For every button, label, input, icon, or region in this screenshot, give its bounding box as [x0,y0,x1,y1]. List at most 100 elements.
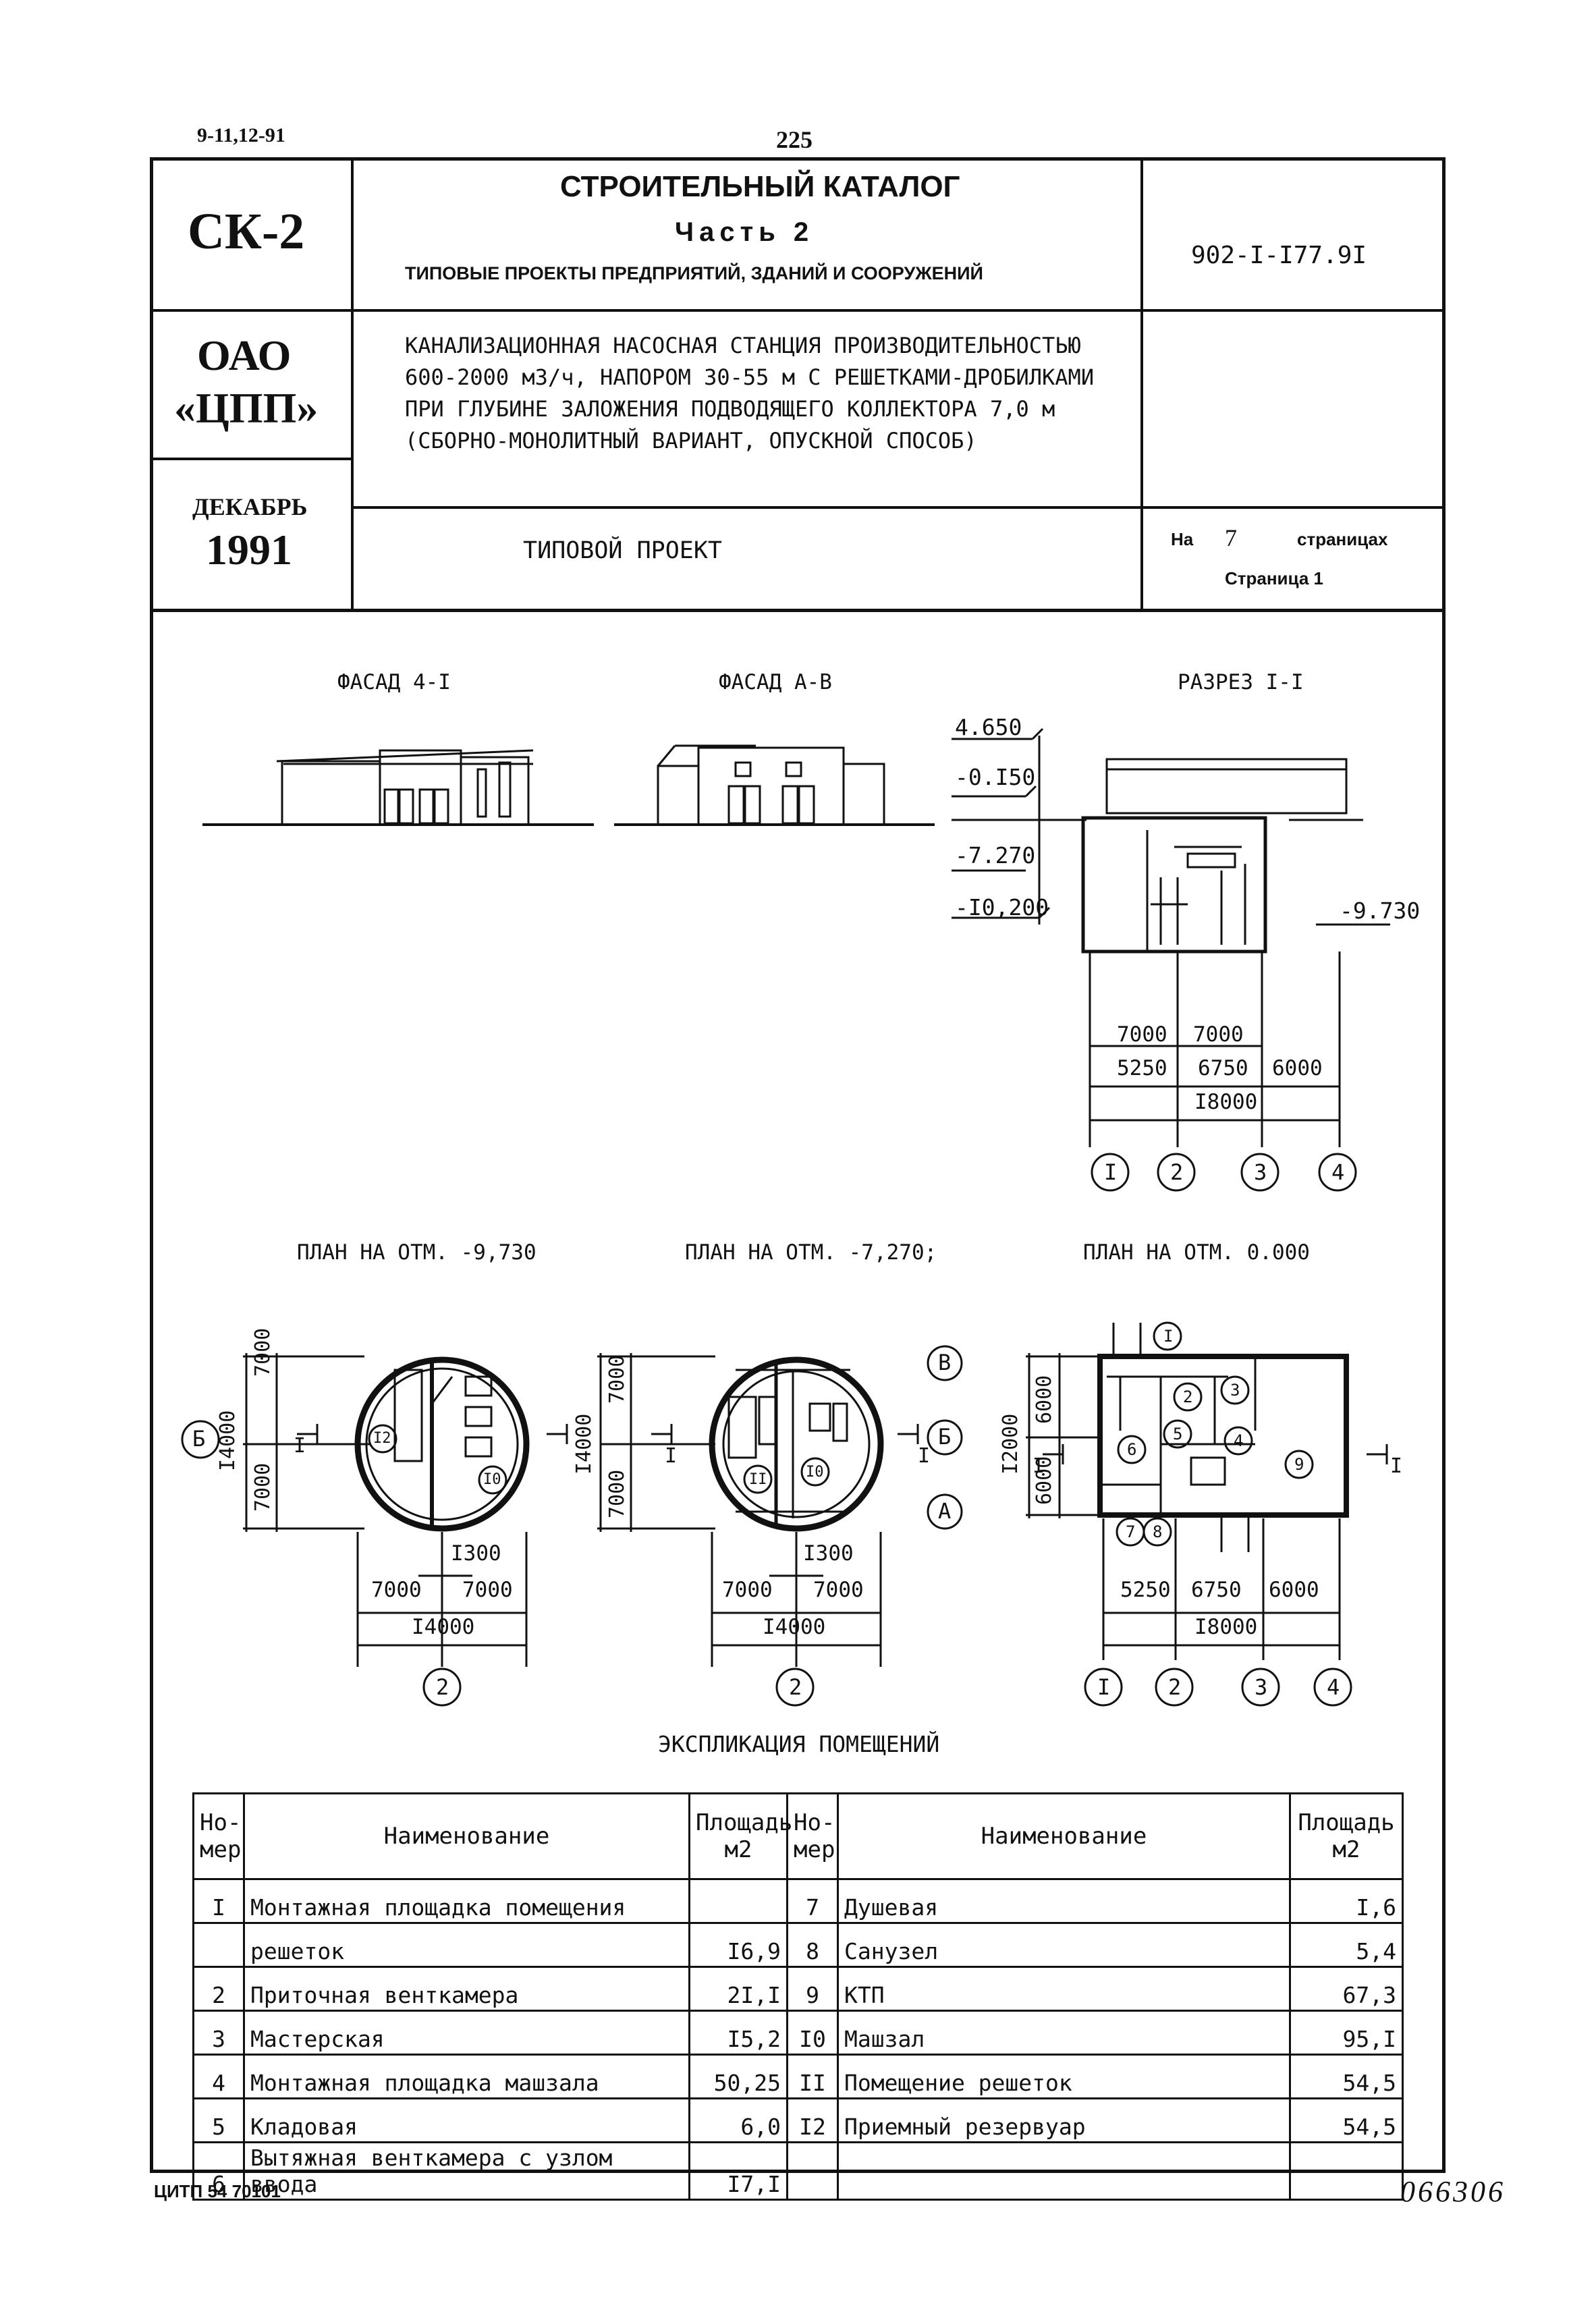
header-area-left: Площадь м2 [688,1792,792,1880]
room-num: 4 [192,2054,245,2099]
room-area: I,6 [1289,1878,1404,1924]
plan1-dim-v-total: I4000 [216,1410,240,1471]
plan-minus-7270-drawing [597,1353,919,1707]
header-divider-right [1140,157,1143,611]
section-axis-2: 2 [1170,1159,1184,1185]
table-header-row: Но-мер Наименование Площадь м2 Но-мер На… [192,1792,1404,1880]
room-name: Приточная венткамера [243,1966,690,2012]
header-num-left: Но-мер [192,1792,245,1880]
pages-suffix: страницах [1297,529,1388,549]
room-name: Помещение решеток [837,2054,1291,2099]
plan3-section-mark-left: I [1033,1454,1045,1478]
room-num: 3 [192,2010,245,2056]
plan2-room-11: II [749,1471,767,1488]
table-row: 5 Кладовая 6,0 I2 Приемный резервуар 54,… [192,2097,1404,2143]
plan2-dim-total: I4000 [763,1615,826,1639]
plan2-dim-offset: I300 [803,1541,854,1566]
section-dim-mid-3: 6000 [1272,1056,1323,1080]
section-dim-top-1: 7000 [1117,1022,1167,1047]
plan1-room-10: I0 [483,1471,501,1488]
section-axis-4: 4 [1331,1159,1345,1185]
header-divider-left [351,157,354,611]
plan1-dim-h-1: 7000 [371,1578,422,1602]
room-area [688,1878,788,1924]
release-year: 1991 [206,526,292,574]
project-description-line2: 600-2000 м3/ч, НАПОРОМ 30-55 м С РЕШЕТКА… [405,364,1095,390]
plan3-axis-2: 2 [1168,1674,1182,1700]
table-row: 2 Приточная венткамера 2I,I 9 КТП 67,3 [192,1966,1404,2012]
table-row: I Монтажная площадка помещения 7 Душевая… [192,1878,1404,1924]
org-name-line2: «ЦПП» [174,384,319,432]
section-dim-total: I8000 [1194,1090,1258,1114]
room-num [192,1922,245,1968]
room-area: 54,5 [1289,2097,1404,2143]
plan3-axis-4: 4 [1327,1674,1340,1700]
page-label: Страница 1 [1225,568,1323,588]
release-month: ДЕКАБРЬ [192,493,308,520]
plan3-axis-1: I [1097,1674,1111,1700]
plan1-dim-v-2: 7000 [251,1462,275,1512]
project-description-line4: (СБОРНО-МОНОЛИТНЫЙ ВАРИАНТ, ОПУСКНОЙ СПО… [405,428,977,453]
plan1-dim-offset: I300 [451,1541,501,1566]
plan1-dim-h-2: 7000 [462,1578,513,1602]
plan3-dim-h-1: 5250 [1120,1578,1171,1602]
room-num: 9 [786,1966,839,2012]
section-1-1-drawing [952,727,1390,1192]
plan3-room-1: I [1163,1327,1174,1346]
section-dim-mid-2: 6750 [1198,1056,1248,1080]
print-code: ЦИТП 54 70101 [154,2181,281,2201]
plan2-axis-2: 2 [789,1674,802,1700]
plan2-section-mark-right: I [918,1444,931,1468]
plan3-dim-total: I8000 [1194,1615,1258,1639]
plan2-dim-v-2: 7000 [605,1469,629,1518]
room-name: Мастерская [243,2010,690,2056]
room-num: I [192,1878,245,1924]
handwritten-number: 066306 [1400,2175,1506,2208]
room-num: 8 [786,1922,839,1968]
plan3-axis-3: 3 [1255,1674,1268,1700]
room-name: Кладовая [243,2097,690,2143]
plan3-room-2: 2 [1183,1387,1193,1406]
header-name-right: Наименование [837,1792,1291,1880]
room-name: Санузел [837,1922,1291,1968]
room-num: 7 [786,1878,839,1924]
room-area: 67,3 [1289,1966,1404,2012]
header-area-right: Площадь м2 [1289,1792,1404,1880]
plan3-room-7: 7 [1126,1522,1136,1541]
room-name: Вытяжная венткамера с узлом ввода [243,2141,690,2201]
section-level-ground: -0.I50 [955,764,1036,790]
table-row: 6 Вытяжная венткамера с узлом ввода I7,I [192,2141,1404,2201]
plan2-dim-v-1: 7000 [605,1354,629,1404]
room-num: I0 [786,2010,839,2056]
plan3-room-8: 8 [1153,1522,1163,1541]
room-area: I6,9 [688,1922,788,1968]
catalog-code: СК-2 [188,203,305,260]
plan-minus-9730-drawing [181,1353,568,1707]
plan-minus-7270-title: ПЛАН НА ОТМ. -7,270; [685,1240,937,1265]
room-area [1289,2141,1404,2201]
pages-prefix: На [1171,529,1194,549]
room-name: Монтажная площадка помещения [243,1878,690,1924]
plan3-dim-v-total: I2000 [999,1413,1022,1475]
table-row: 3 Мастерская I5,2 I0 Машзал 95,I [192,2010,1404,2056]
plan3-axis-a: А [938,1498,952,1524]
room-name: Приемный резервуар [837,2097,1291,2143]
room-name [837,2141,1291,2201]
room-name: Монтажная площадка машзала [243,2054,690,2099]
header-row2-left-line [150,458,352,460]
room-num [786,2141,839,2201]
plan3-room-4: 4 [1234,1431,1244,1450]
project-description-line3: ПРИ ГЛУБИНЕ ЗАЛОЖЕНИЯ ПОДВОДЯЩЕГО КОЛЛЕК… [405,396,1055,422]
pages-count: 7 [1225,524,1237,551]
room-area: 54,5 [1289,2054,1404,2099]
section-dim-mid-1: 5250 [1117,1056,1167,1080]
plan2-dim-h-2: 7000 [813,1578,864,1602]
header-name-left: Наименование [243,1792,690,1880]
plan-minus-9730-title: ПЛАН НА ОТМ. -9,730 [297,1240,536,1265]
room-name: Машзал [837,2010,1291,2056]
room-area: I7,I [688,2141,788,2201]
plan1-axis-b: Б [192,1426,206,1452]
plan1-dim-v-1: 7000 [251,1327,275,1377]
room-num: I2 [786,2097,839,2143]
header-bottom-line [150,609,1446,612]
